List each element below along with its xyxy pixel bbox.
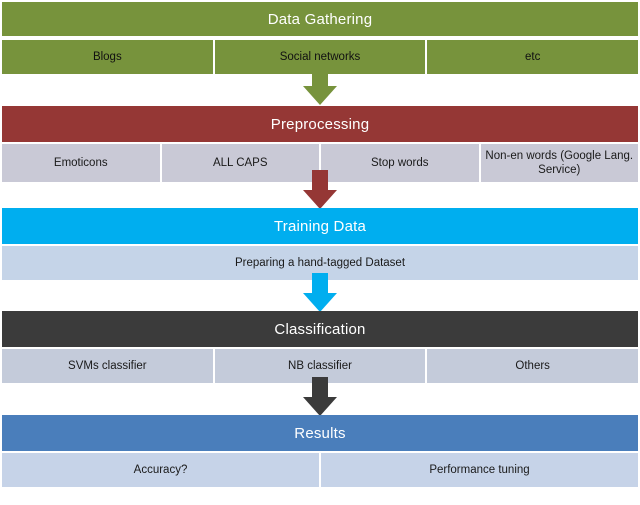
stage-training-data-title: Training Data: [2, 208, 638, 244]
item-non-en-words: Non-en words (Google Lang. Service): [485, 149, 634, 176]
stage-preprocessing-title: Preprocessing: [2, 106, 638, 142]
down-arrow-icon-training-to-classification: [295, 273, 345, 313]
item-social-networks: Social networks: [215, 40, 428, 74]
stage-results: Results Accuracy? Performance tuning: [2, 415, 638, 487]
stage-data-gathering-title: Data Gathering: [2, 2, 638, 38]
item-emoticons: Emoticons: [2, 144, 162, 182]
item-others: Others: [515, 359, 550, 372]
item-hand-tagged-dataset: Preparing a hand-tagged Dataset: [234, 256, 406, 269]
stage-classification: Classification SVMs classifier NB classi…: [2, 311, 638, 383]
stage-preprocessing: Preprocessing Emoticons ALL CAPS Stop wo…: [2, 106, 638, 182]
stage-preprocessing-items: Emoticons ALL CAPS Stop words Non-en wor…: [2, 144, 638, 182]
stage-results-items: Accuracy? Performance tuning: [2, 453, 638, 487]
stage-results-title: Results: [2, 415, 638, 451]
item-blogs: Blogs: [2, 40, 215, 74]
item-all-caps: ALL CAPS: [162, 144, 321, 182]
stage-data-gathering: Data Gathering Blogs Social networks etc: [2, 2, 638, 74]
item-stop-words: Stop words: [321, 144, 481, 182]
stage-training-data: Training Data Preparing a hand-tagged Da…: [2, 208, 638, 280]
item-nb-classifier: NB classifier: [215, 349, 428, 383]
item-performance-tuning: Performance tuning: [429, 463, 530, 476]
down-arrow-icon-preprocessing-to-training: [295, 170, 345, 210]
down-arrow-icon-gathering-to-preprocessing: [295, 66, 345, 106]
item-svms-classifier: SVMs classifier: [2, 349, 215, 383]
item-etc: etc: [525, 50, 541, 63]
item-accuracy: Accuracy?: [2, 453, 321, 487]
stage-classification-title: Classification: [2, 311, 638, 347]
bottom-caption: [0, 494, 640, 505]
down-arrow-icon-classification-to-results: [295, 377, 345, 417]
